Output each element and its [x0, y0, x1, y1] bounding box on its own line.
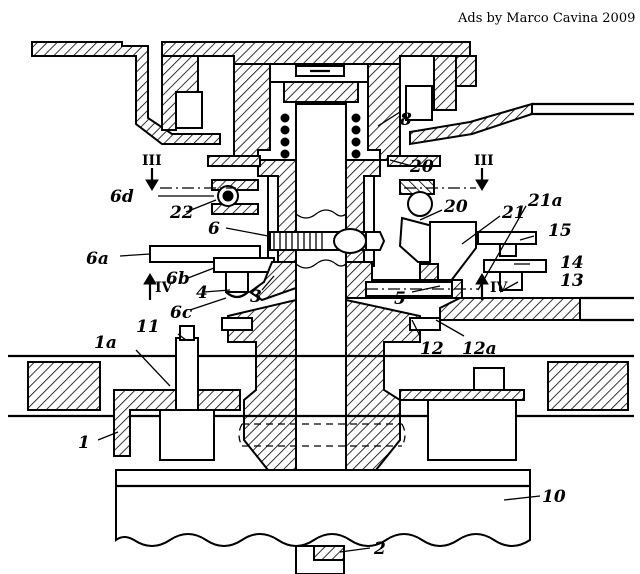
top-plate	[31, 41, 634, 146]
label-10: 10	[542, 487, 566, 507]
cross-screw	[269, 228, 386, 254]
label-1: 1	[78, 433, 90, 453]
label-21a: 21a	[527, 191, 563, 211]
label-12a: 12a	[462, 339, 497, 359]
label-6c: 6c	[170, 303, 193, 323]
section-mark-iv-right: IV	[490, 280, 509, 296]
label-6: 6	[208, 219, 220, 239]
label-20-lower: 20	[443, 197, 468, 217]
section-marks	[143, 168, 489, 300]
left-base	[113, 325, 525, 461]
middle-flange	[248, 261, 634, 322]
label-6b: 6b	[166, 269, 190, 289]
section-mark-iv-left: IV	[155, 280, 174, 296]
label-20-upper: 20	[409, 157, 434, 177]
label-1a: 1a	[94, 333, 117, 353]
label-8: 8	[399, 110, 412, 130]
label-4: 4	[196, 283, 208, 303]
label-3: 3	[250, 287, 262, 307]
left-levers	[149, 155, 275, 299]
label-11: 11	[136, 317, 160, 337]
label-15: 15	[548, 221, 572, 241]
section-mark-iii-left: III	[142, 153, 162, 169]
section-mark-iii-right: III	[474, 153, 494, 169]
label-12: 12	[420, 339, 444, 359]
label-5: 5	[394, 289, 406, 309]
leader-lines	[97, 111, 541, 553]
label-13: 13	[560, 271, 584, 291]
credit-text: Ads by Marco Cavina 2009	[457, 11, 635, 26]
right-levers	[387, 155, 547, 292]
label-14: 14	[560, 253, 584, 273]
label-6a: 6a	[86, 249, 109, 269]
spring-8	[280, 113, 361, 159]
body-plate	[8, 354, 634, 418]
label-21: 21	[501, 203, 526, 223]
base-10	[115, 469, 531, 574]
label-22: 22	[169, 203, 194, 223]
label-2: 2	[373, 539, 386, 559]
central-shaft	[295, 103, 347, 475]
label-6d: 6d	[110, 187, 134, 207]
top-cap	[161, 41, 477, 161]
